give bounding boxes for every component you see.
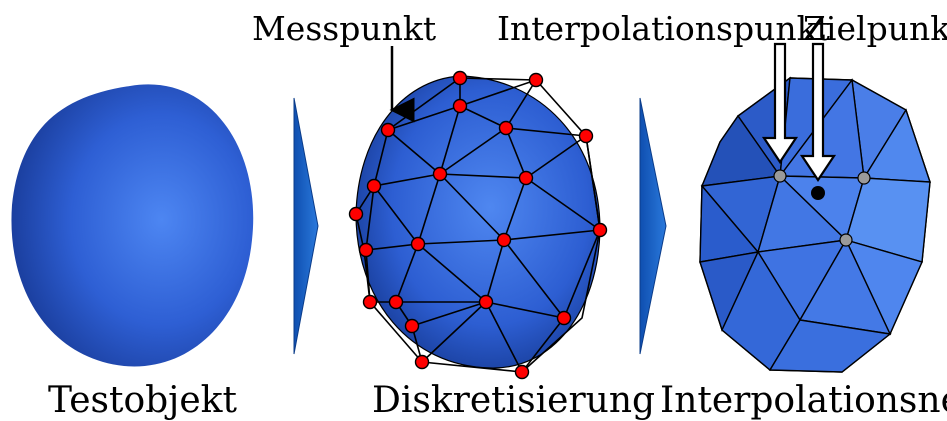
measure-point xyxy=(358,242,374,258)
panel-testobject xyxy=(11,84,254,367)
measure-point-label: Messpunkt xyxy=(252,9,436,48)
measure-point xyxy=(380,122,396,138)
measure-point xyxy=(592,222,608,238)
test-object-ellipsoid xyxy=(11,84,254,367)
target-point xyxy=(811,186,825,200)
target-point-label: Zielpunkt xyxy=(803,9,947,48)
measure-point xyxy=(452,70,468,86)
measure-point xyxy=(366,178,382,194)
caption-interpolation-net: Interpolationsnetz xyxy=(660,380,947,421)
measure-point xyxy=(348,206,364,222)
measure-point xyxy=(452,98,468,114)
measure-point xyxy=(388,294,404,310)
panel-interpolation-net xyxy=(699,42,931,373)
measure-point xyxy=(414,354,430,370)
interpolation-point-label: Interpolationspunkt xyxy=(497,9,830,48)
process-arrow-1 xyxy=(293,97,319,355)
interpolation-point xyxy=(773,169,787,183)
target-point-pointer xyxy=(799,42,837,182)
caption-testobject: Testobjekt xyxy=(48,380,237,421)
measure-point xyxy=(578,128,594,144)
measure-point xyxy=(496,232,512,248)
measure-point xyxy=(498,120,514,136)
interpolation-point-pointer xyxy=(761,42,799,164)
measure-points xyxy=(348,70,608,380)
caption-discretization: Diskretisierung xyxy=(372,380,655,421)
measure-point xyxy=(528,72,544,88)
interpolation-point xyxy=(857,171,871,185)
measure-point xyxy=(478,294,494,310)
measure-point xyxy=(432,166,448,182)
measure-point xyxy=(518,170,534,186)
discretized-object xyxy=(355,75,601,369)
measure-point xyxy=(410,236,426,252)
measure-point xyxy=(556,310,572,326)
process-arrow-2 xyxy=(639,97,667,355)
measure-point xyxy=(514,364,530,380)
measure-point xyxy=(362,294,378,310)
panel-discretization xyxy=(348,46,608,380)
interpolation-point xyxy=(839,233,853,247)
measure-point xyxy=(404,318,420,334)
